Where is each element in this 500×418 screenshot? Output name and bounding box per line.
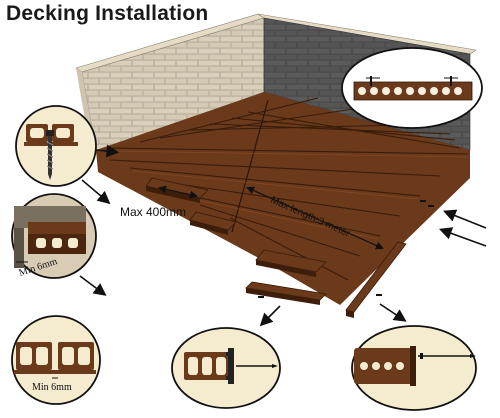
max-gap-label: Max 400mm <box>120 205 186 219</box>
spacer-marks <box>258 200 434 298</box>
arrow-icon <box>379 303 407 322</box>
clip-icon <box>370 76 452 86</box>
arrow-icon <box>438 227 487 247</box>
page-title: Decking Installation <box>6 2 209 25</box>
detail-joint-gap: Min 6mm <box>11 315 101 405</box>
detail-board-profile <box>341 47 483 129</box>
detail-screw <box>15 105 120 205</box>
screw-icon <box>46 130 54 180</box>
arrow-icon <box>443 209 487 229</box>
clip-icon <box>226 348 234 384</box>
min-gap-joint-label: Min 6mm <box>32 382 72 393</box>
nail-icon <box>418 353 476 359</box>
max-gap-dimension: Max 400mm <box>120 185 198 219</box>
screw-icon <box>236 364 278 368</box>
arrow-icon <box>259 305 281 327</box>
direction-arrows <box>259 209 487 327</box>
detail-wall-gap: Min 6mm <box>11 193 107 296</box>
detail-end-nail <box>351 325 477 411</box>
detail-clip-screw <box>171 327 281 409</box>
deck-floor <box>96 92 470 318</box>
